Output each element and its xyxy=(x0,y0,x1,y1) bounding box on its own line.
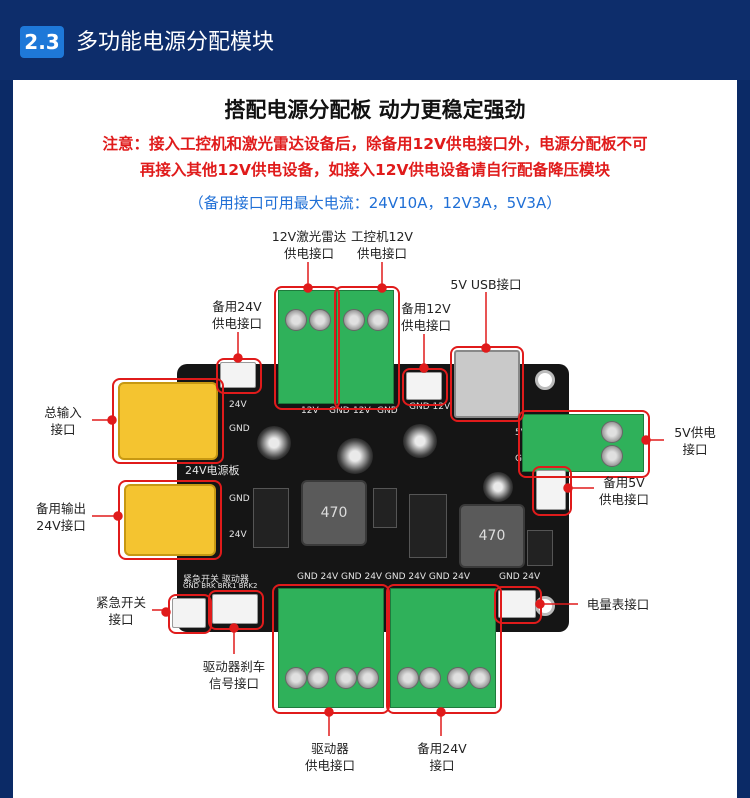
silk-24v: 24V xyxy=(229,400,247,410)
silk-estop-pins: GND BRK BRK1 BRK2 xyxy=(183,582,258,590)
warning-line-1: 注意：接入工控机和激光雷达设备后，除备用12V供电接口外，电源分配板不可 xyxy=(102,135,648,153)
regulator-chip xyxy=(409,494,447,558)
label-spare24: 备用24V 供电接口 xyxy=(211,299,262,331)
silk-bottom-right: GND 24V xyxy=(499,572,541,582)
board-name: 24V电源板 xyxy=(185,464,240,477)
label-spare12: 备用12V 供电接口 xyxy=(400,301,451,333)
label-driver-power: 驱动器 供电接口 xyxy=(304,741,355,773)
spare-24v-bottom-terminal xyxy=(390,588,496,708)
label-brake: 驱动器刹车 信号接口 xyxy=(202,659,266,691)
page-title: 搭配电源分配板 动力更稳定强劲 xyxy=(224,98,526,122)
diode xyxy=(527,530,553,566)
label-spare24-bottom: 备用24V 接口 xyxy=(417,741,467,773)
silk-gnd2: GND xyxy=(229,494,250,504)
label-estop: 紧急开关 接口 xyxy=(95,595,146,627)
label-ipc: 工控机12V 供电接口 xyxy=(351,229,413,261)
silk-gnd: GND xyxy=(229,424,250,434)
label-spare-output: 备用输出 24V接口 xyxy=(35,501,86,533)
lidar-12v-terminal xyxy=(278,290,336,404)
current-note: （备用接口可用最大电流：24V10A，12V3A，5V3A） xyxy=(188,194,562,212)
highlight-ipc xyxy=(334,286,400,410)
driver-power-terminal xyxy=(278,588,384,708)
estop-jst xyxy=(172,598,206,628)
label-lidar: 12V激光雷达 供电接口 xyxy=(271,229,347,261)
mount-hole xyxy=(535,370,555,390)
label-meter: 电量表接口 xyxy=(586,597,650,612)
warning-line-2: 再接入其他12V供电设备，如接入12V供电设备请自行配备降压模块 xyxy=(139,161,611,179)
capacitor xyxy=(337,438,373,474)
capacitor xyxy=(257,426,291,460)
regulator-chip xyxy=(253,488,289,548)
diode xyxy=(373,488,397,528)
spare-output-24v-connector xyxy=(124,484,216,556)
label-5v-power: 5V供电 接口 xyxy=(674,425,716,457)
label-usb: 5V USB接口 xyxy=(450,277,522,292)
silk-gnd-a: GND xyxy=(329,406,350,416)
silk-12v-b: 12V xyxy=(353,406,371,416)
silk-gnd-12v: GND 12V xyxy=(409,402,451,412)
silk-estop: 紧急开关 驱动器 xyxy=(183,575,249,585)
inductor: 470 xyxy=(301,480,367,546)
capacitor xyxy=(483,472,513,502)
v5-power-terminal xyxy=(522,414,644,472)
header-bar: 2.3 多功能电源分配模块 xyxy=(0,0,750,80)
main-input-connector xyxy=(118,382,218,460)
section-badge: 2.3 xyxy=(20,26,64,58)
spare-24v-jst xyxy=(220,362,256,388)
silk-5v: 5V xyxy=(515,428,527,438)
highlight-5v xyxy=(518,410,650,478)
silk-gnd-b: GND xyxy=(377,406,398,416)
capacitor xyxy=(403,424,437,458)
ipc-12v-terminal xyxy=(336,290,394,404)
silk-12v-a: 12V xyxy=(301,406,319,416)
inductor: 470 xyxy=(459,504,525,568)
section-title: 多功能电源分配模块 xyxy=(76,30,275,55)
label-main-input: 总输入 接口 xyxy=(44,405,82,437)
silk-bottom-row: GND 24V GND 24V GND 24V GND 24V xyxy=(297,572,471,582)
label-spare5: 备用5V 供电接口 xyxy=(598,475,649,507)
silk-24v-b: 24V xyxy=(229,530,247,540)
